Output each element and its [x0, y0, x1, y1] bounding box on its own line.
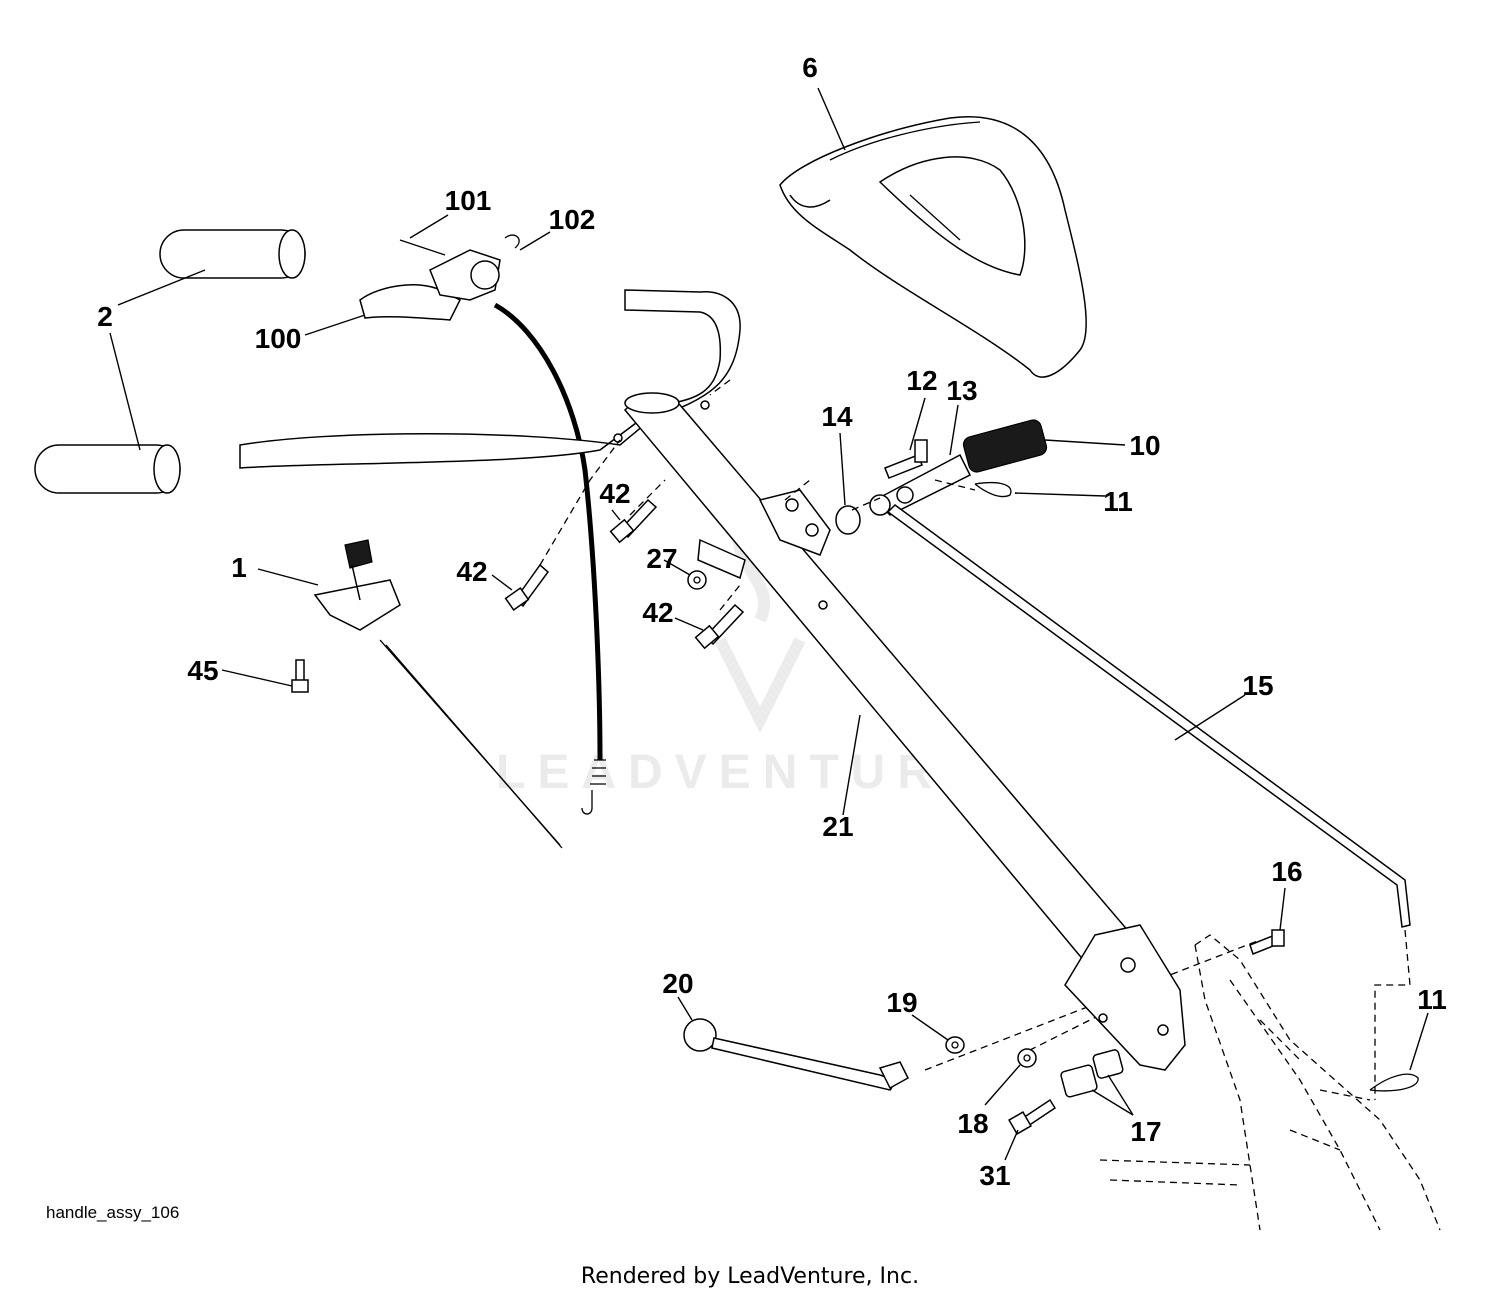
callout-21: 21 [822, 811, 853, 842]
callout-15: 15 [1242, 670, 1273, 701]
callout-11-upper: 11 [1103, 486, 1133, 517]
rendered-by-footer: Rendered by LeadVenture, Inc. [580, 1264, 920, 1289]
callout-13: 13 [946, 375, 977, 406]
part-12-bolt [884, 439, 928, 479]
callout-20: 20 [662, 968, 693, 999]
part-42-bolt-a [504, 563, 550, 611]
assembly-dash-lines [539, 379, 1411, 1100]
callout-45: 45 [187, 655, 218, 686]
part-42-bolt-c [694, 603, 745, 650]
part-18-nut [1017, 1048, 1037, 1068]
part-27-nut [687, 570, 707, 590]
tiller-frame-reference [1099, 934, 1441, 1231]
callout-11-lower: 11 [1417, 984, 1447, 1015]
callout-17: 17 [1130, 1116, 1161, 1147]
callout-42-upper: 42 [599, 478, 630, 509]
part-1-lever-bracket [313, 539, 563, 849]
callout-100: 100 [255, 323, 302, 354]
callout-18: 18 [957, 1108, 988, 1139]
part-14-spacer [835, 505, 861, 535]
callout-12: 12 [906, 365, 937, 396]
part-19-washer [945, 1036, 965, 1054]
part-13-shift-lever [869, 453, 972, 516]
part-42-bolt-b [609, 498, 658, 544]
diagram-id-caption: handle_assy_106 [46, 1203, 180, 1222]
watermark-text: LEADVENTURE [496, 746, 989, 799]
callout-16: 16 [1271, 856, 1302, 887]
callout-42-lower: 42 [642, 597, 673, 628]
part-2-grip-lower [34, 444, 181, 494]
callout-19: 19 [886, 987, 917, 1018]
callout-27: 27 [646, 543, 677, 574]
callout-101: 101 [445, 185, 492, 216]
part-21-handle-tube [623, 392, 1172, 1011]
callout-1: 1 [231, 552, 247, 583]
part-6-console-cover [779, 116, 1087, 378]
part-11-hairpin-upper [974, 481, 1012, 498]
callout-2-upper: 2 [97, 301, 113, 332]
callout-6: 6 [802, 52, 818, 83]
callout-10: 10 [1129, 430, 1160, 461]
part-31-bolt [1008, 1098, 1057, 1135]
callout-42-left: 42 [456, 556, 487, 587]
part-100-control-lever [359, 234, 520, 321]
callout-14: 14 [821, 401, 853, 432]
part-2-grip-upper [159, 229, 306, 279]
handle-mount-plate [1064, 924, 1186, 1071]
part-15-shift-rod [886, 504, 1411, 928]
bracket-mount [758, 489, 831, 556]
part-10-shift-knob [962, 419, 1048, 473]
part-11-hairpin-lower [1369, 1073, 1419, 1092]
part-45-bolt [291, 659, 309, 693]
leader-lines [109, 87, 1429, 1161]
callout-31: 31 [979, 1160, 1010, 1191]
control-cable [493, 302, 606, 815]
part-17-pads [1060, 1049, 1124, 1098]
callout-102: 102 [549, 204, 596, 235]
part-20-lever-rod [683, 1018, 909, 1091]
part-16-bolt [1249, 929, 1285, 955]
